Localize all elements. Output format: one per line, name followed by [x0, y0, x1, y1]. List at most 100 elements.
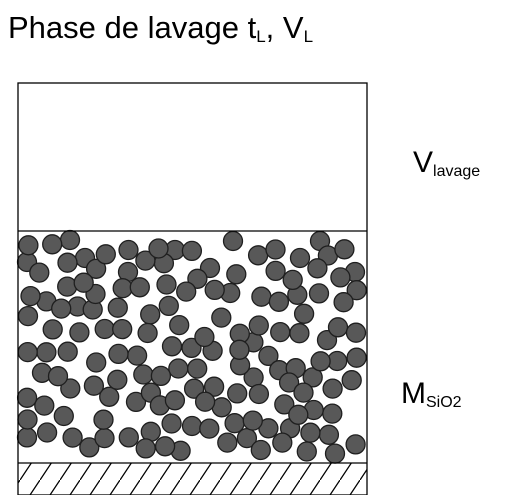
silica-particle [169, 314, 190, 336]
silica-particle [34, 395, 55, 416]
title-text: Phase de lavage t [8, 10, 257, 45]
silica-mass-symbol: M [401, 377, 426, 410]
silica-particle [164, 390, 186, 411]
silica-particle [183, 378, 205, 399]
silica-particle [94, 427, 115, 449]
silica-particle [288, 404, 309, 425]
silica-particle [47, 366, 69, 387]
silica-particles [16, 229, 367, 464]
silica-particle [345, 434, 366, 455]
silica-particle [36, 342, 57, 363]
silica-particle [140, 304, 161, 325]
silica-particle [222, 230, 244, 252]
silica-particle [137, 322, 158, 344]
wash-volume-subscript: lavage [433, 163, 481, 180]
silica-particle [156, 274, 177, 295]
silica-particle [129, 277, 150, 298]
silica-particle [322, 403, 343, 424]
silica-particle [108, 343, 129, 365]
silica-particle [334, 239, 355, 260]
silica-particle [135, 250, 156, 271]
silica-particle [272, 432, 293, 453]
silica-mass-label: MSiO2 [401, 376, 462, 412]
silica-particle [194, 326, 215, 348]
silica-particle [69, 322, 90, 343]
silica-particle [150, 365, 172, 387]
wash-volume-zone [18, 83, 367, 231]
silica-particle [112, 318, 133, 340]
silica-particle [265, 239, 286, 260]
diagram-title: Phase de lavage tL, VL [8, 8, 313, 48]
silica-particle [107, 369, 128, 390]
silica-particle [293, 382, 314, 403]
silica-particle [79, 437, 100, 458]
silica-particle [330, 267, 351, 288]
silica-particle [226, 264, 247, 285]
silica-particle [57, 276, 78, 297]
silica-particle [308, 283, 330, 304]
silica-particle [133, 364, 154, 385]
silica-particle [333, 292, 354, 313]
silica-particle [17, 409, 38, 430]
silica-particle [217, 432, 238, 453]
silica-particle [53, 405, 74, 427]
column-outline [17, 82, 368, 495]
silica-particle [247, 245, 269, 266]
silica-particle [250, 439, 271, 461]
silica-particle [318, 424, 340, 445]
silica-particle [161, 336, 183, 357]
silica-particle [270, 321, 291, 343]
silica-particle [158, 295, 179, 317]
silica-particle [29, 262, 50, 283]
silica-particle [324, 443, 346, 464]
silica-particle [51, 298, 72, 319]
silica-particle [187, 358, 208, 379]
silica-particle [242, 410, 263, 431]
title-subscript-time: L [256, 27, 266, 46]
silica-particle [126, 345, 148, 366]
silica-particle [248, 383, 270, 405]
silica-particle [135, 438, 156, 459]
silica-particle [107, 297, 128, 318]
silica-particle [16, 387, 38, 408]
silica-particle [154, 436, 176, 457]
silica-particle [274, 394, 295, 415]
silica-particle [181, 240, 203, 262]
silica-particle [268, 291, 290, 312]
silica-particle [224, 413, 245, 434]
silica-particle [345, 322, 367, 343]
silica-particle [296, 441, 317, 462]
silica-particle [42, 234, 63, 255]
silica-particle [203, 376, 225, 397]
silica-particle [112, 278, 133, 299]
silica-particle [85, 258, 107, 279]
silica-particle [307, 258, 328, 279]
silica-particle [199, 418, 220, 439]
silica-particle [211, 307, 232, 328]
silica-particle [93, 409, 114, 430]
silica-particle [125, 391, 147, 413]
silica-particle [118, 427, 139, 448]
silica-particle [229, 339, 250, 360]
silica-particle [168, 358, 189, 379]
silica-particle [300, 422, 321, 443]
silica-particle [20, 285, 41, 307]
silica-particle [118, 239, 139, 261]
silica-particle [181, 415, 203, 437]
silica-particle [18, 235, 39, 256]
silica-particle [94, 318, 115, 340]
silica-particle [86, 352, 107, 373]
silica-particle [293, 303, 315, 324]
silica-particle [204, 279, 225, 301]
silica-particle [17, 305, 39, 327]
hatched-base [18, 463, 367, 495]
silica-particle [341, 370, 362, 391]
silica-mass-subscript: SiO2 [426, 394, 462, 411]
silica-particle [57, 341, 78, 362]
silica-particle [289, 323, 310, 344]
silica-particle [16, 427, 38, 448]
silica-particle [248, 315, 269, 336]
silica-particle [289, 247, 311, 269]
silica-particle [278, 372, 300, 393]
